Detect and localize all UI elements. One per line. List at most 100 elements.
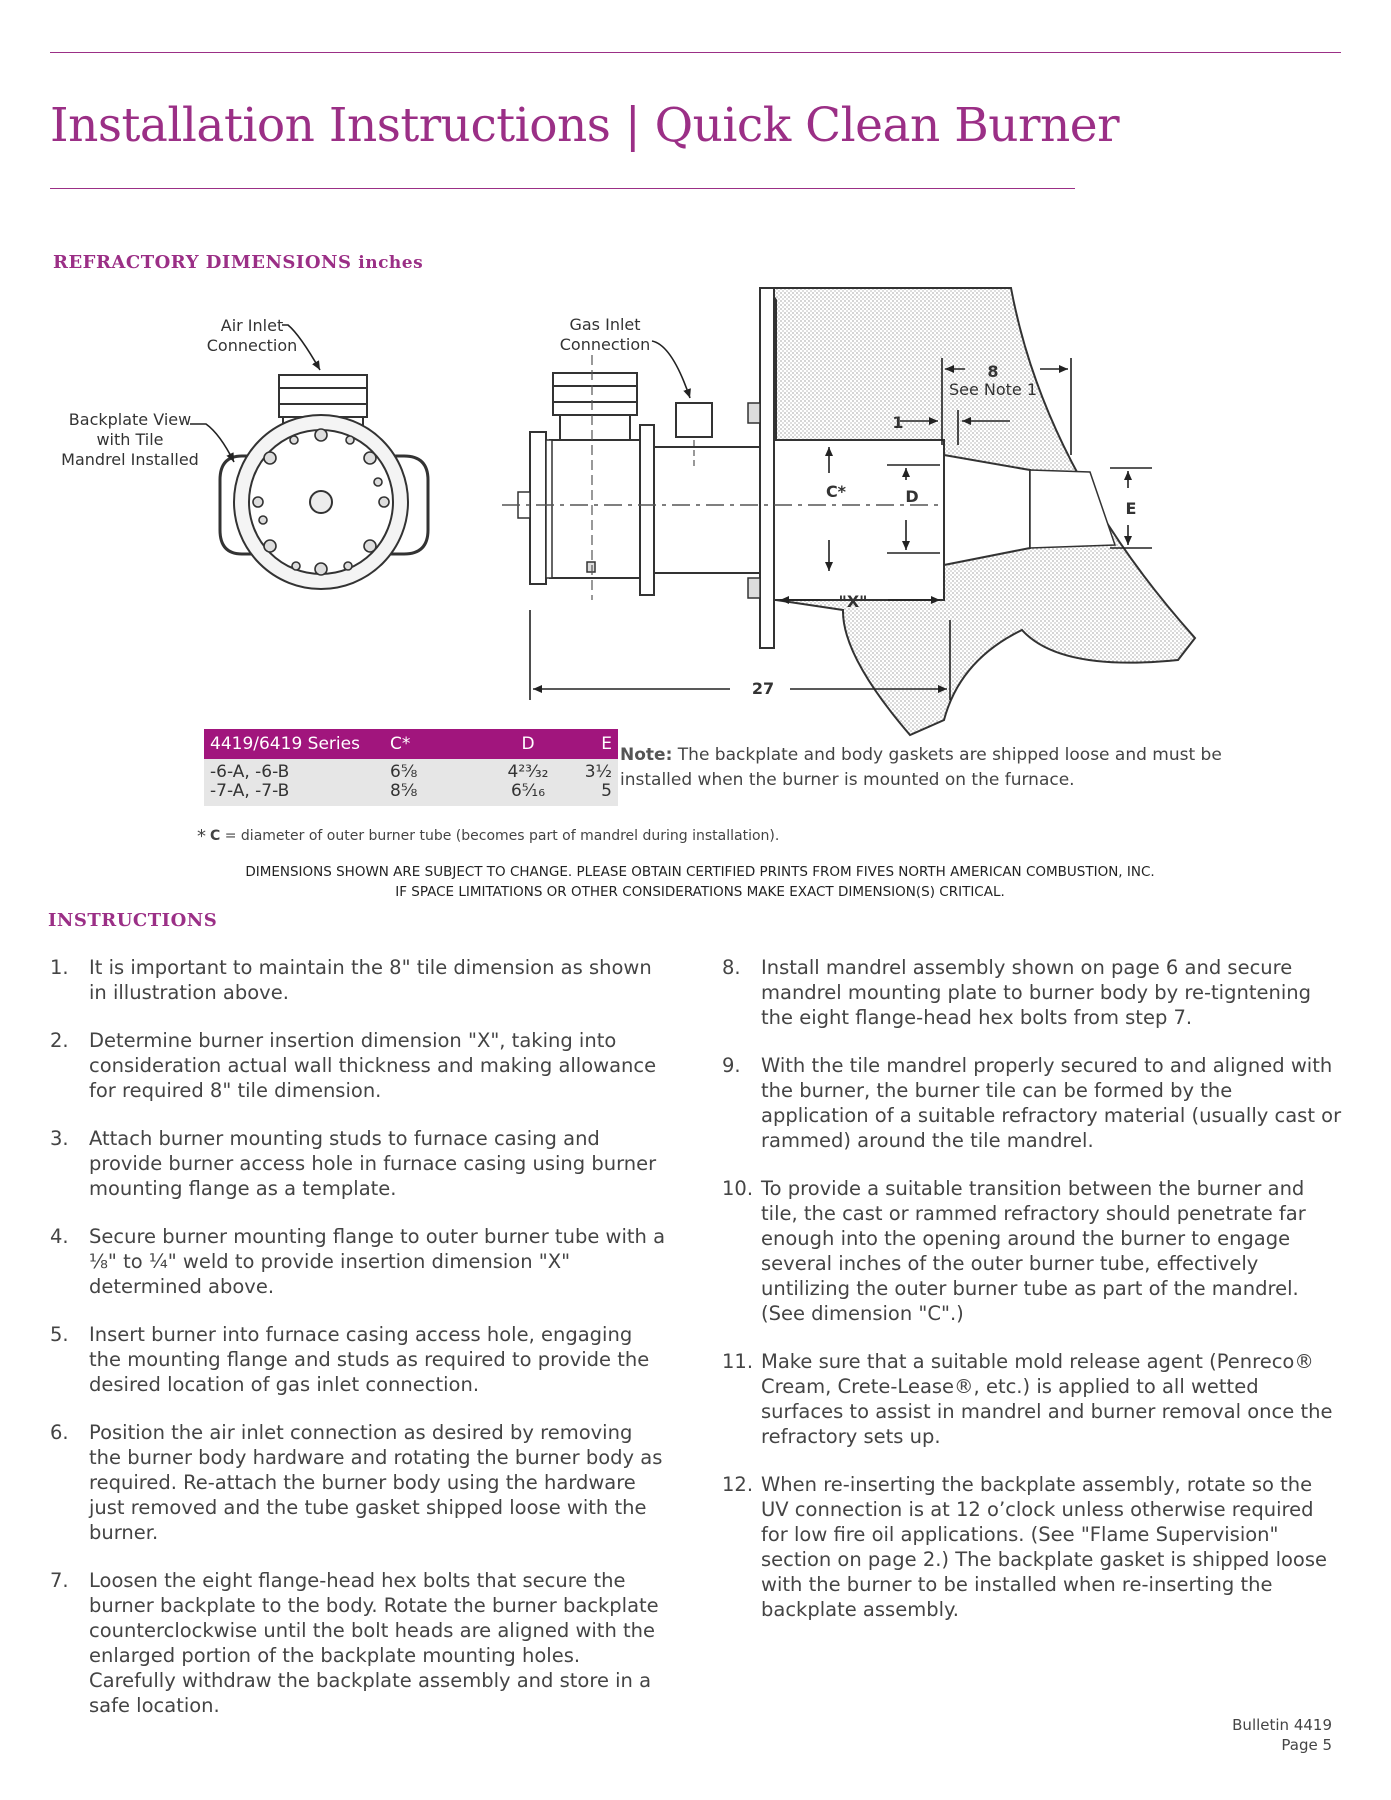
item-text: Install mandrel assembly shown on page 6… [761, 956, 1311, 1029]
furnace-casing [759, 287, 775, 649]
dim-27-label: 27 [752, 679, 774, 698]
burner-body [549, 439, 641, 579]
item-text: Insert burner into furnace casing access… [89, 1323, 650, 1396]
item-text: To provide a suitable transition between… [761, 1177, 1306, 1325]
list-item: 7. Loosen the eight flange-head hex bolts… [50, 1568, 670, 1718]
outer-burner-tube [651, 446, 761, 574]
bulletin-number: Bulletin 4419 [1232, 1716, 1332, 1734]
dim-d-label: D [905, 487, 918, 506]
label-air-inlet-1: Air Inlet [221, 316, 283, 335]
cell-c: 6⅝ [366, 759, 480, 782]
cell-c: 8⅝ [366, 782, 480, 806]
refractory-unit: inches [358, 253, 424, 273]
cell-series: -7-A, -7-B [204, 782, 366, 806]
label-backplate-2: with Tile [96, 430, 163, 449]
list-item: 6.Position the air inlet connection as d… [50, 1420, 670, 1545]
item-number: 10. [722, 1177, 754, 1200]
table-row: -7-A, -7-B 8⅝ 6⁵⁄₁₆ 5 [204, 782, 618, 806]
see-note-label: See Note 1 [949, 380, 1037, 399]
dim-1-label: 1 [892, 413, 903, 432]
instructions-heading: INSTRUCTIONS [48, 910, 218, 931]
item-text: When re-inserting the backplate assembly… [761, 1473, 1328, 1621]
item-number: 6. [50, 1421, 69, 1444]
gasket-note: Note: The backplate and body gaskets are… [620, 743, 1240, 793]
item-number: 11. [722, 1350, 754, 1373]
cell-e: 3½ [576, 759, 618, 782]
disclaimer: Dimensions shown are subject to change. … [200, 862, 1200, 902]
footnote-text: = diameter of outer burner tube (becomes… [220, 828, 780, 844]
table-row: -6-A, -6-B 6⅝ 4²³⁄₃₂ 3½ [204, 759, 618, 782]
item-number: 4. [50, 1225, 69, 1248]
list-item: 2. Determine burner insertion dimension "… [50, 1028, 670, 1103]
label-air-inlet-2: Connection [207, 336, 298, 355]
label-gas-inlet-2: Connection [560, 335, 651, 354]
dim-c-label: C* [826, 482, 847, 501]
page-number: Page 5 [1281, 1736, 1332, 1754]
note-text: The backplate and body gaskets are shipp… [620, 745, 1222, 790]
dim-x-label: "X" [838, 592, 867, 611]
air-inlet-flange [278, 374, 368, 418]
cell-d: 6⁵⁄₁₆ [480, 782, 576, 806]
list-item: 8. Install mandrel assembly shown on page… [722, 955, 1342, 1030]
list-item: 11. Make sure that a suitable mold releas… [722, 1349, 1342, 1449]
footnote-asterisk: * [197, 826, 206, 847]
item-number: 7. [50, 1569, 69, 1592]
refractory-heading-text: REFRACTORY DIMENSIONS [53, 252, 352, 273]
side-view-drawing [502, 287, 1197, 737]
c-footnote: *C = diameter of outer burner tube (beco… [197, 826, 779, 847]
dimension-lines [190, 324, 1152, 700]
list-item: 12. When re-inserting the backplate assem… [722, 1472, 1342, 1622]
cell-e: 5 [576, 782, 618, 806]
item-number: 8. [722, 956, 741, 979]
refractory-heading: REFRACTORY DIMENSIONS inches [53, 252, 423, 273]
list-item: 9. With the tile mandrel properly secured… [722, 1053, 1342, 1153]
gas-inlet-flange [552, 372, 638, 416]
item-text: Loosen the eight flange-head hex bolts t… [89, 1569, 659, 1717]
label-backplate-1: Backplate View [69, 410, 191, 429]
instructions-left-column: 1. It is important to maintain the 8" til… [50, 955, 670, 1741]
footnote-key: C [210, 828, 221, 844]
dimension-table: 4419/6419 Series C* D E -6-A, -6-B 6⅝ 4²… [204, 729, 618, 806]
center-hole [309, 490, 333, 514]
list-item: 10. To provide a suitable transition betw… [722, 1176, 1342, 1326]
cell-d: 4²³⁄₃₂ [480, 759, 576, 782]
note-label: Note: [620, 745, 673, 765]
item-number: 3. [50, 1127, 69, 1150]
col-header-c: C* [366, 729, 480, 759]
label-gas-inlet-1: Gas Inlet [569, 315, 640, 334]
dim-e-label: E [1126, 499, 1137, 518]
gas-fitting [675, 402, 713, 438]
page-footer: Bulletin 4419 Page 5 [1232, 1715, 1332, 1755]
list-item: 5. Insert burner into furnace casing acce… [50, 1322, 670, 1397]
item-text: Make sure that a suitable mold release a… [761, 1350, 1333, 1448]
instructions-right-column: 8. Install mandrel assembly shown on page… [722, 955, 1342, 1645]
item-number: 12. [722, 1473, 754, 1496]
col-header-d: D [480, 729, 576, 759]
item-text: With the tile mandrel properly secured t… [761, 1054, 1342, 1152]
label-backplate-3: Mandrel Installed [61, 450, 199, 469]
disclaimer-line-1: Dimensions shown are subject to change. … [245, 864, 1155, 880]
list-item: 1. It is important to maintain the 8" til… [50, 955, 670, 1005]
item-number: 5. [50, 1323, 69, 1346]
title-underline [50, 188, 1075, 189]
burner-bore [773, 439, 945, 601]
item-text: Secure burner mounting flange to outer b… [89, 1225, 666, 1298]
tile-cone [943, 453, 1031, 567]
item-number: 9. [722, 1054, 741, 1077]
item-number: 1. [50, 956, 69, 979]
item-number: 2. [50, 1029, 69, 1052]
cell-series: -6-A, -6-B [204, 759, 366, 782]
right-handle [382, 454, 430, 556]
table-header-row: 4419/6419 Series C* D E [204, 729, 618, 759]
item-text: Determine burner insertion dimension "X"… [89, 1029, 657, 1102]
item-text: It is important to maintain the 8" tile … [89, 956, 652, 1004]
list-item: 3.Attach burner mounting studs to furnac… [50, 1126, 670, 1201]
disclaimer-line-2: if space limitations or other considerat… [395, 884, 1005, 900]
backplate-flange [529, 431, 547, 585]
list-item: 4. Secure burner mounting flange to outer… [50, 1224, 670, 1299]
backplate-view-drawing [218, 374, 430, 590]
col-header-e: E [576, 729, 618, 759]
page-title: Installation Instructions | Quick Clean … [50, 98, 1120, 153]
top-rule [50, 52, 1341, 53]
